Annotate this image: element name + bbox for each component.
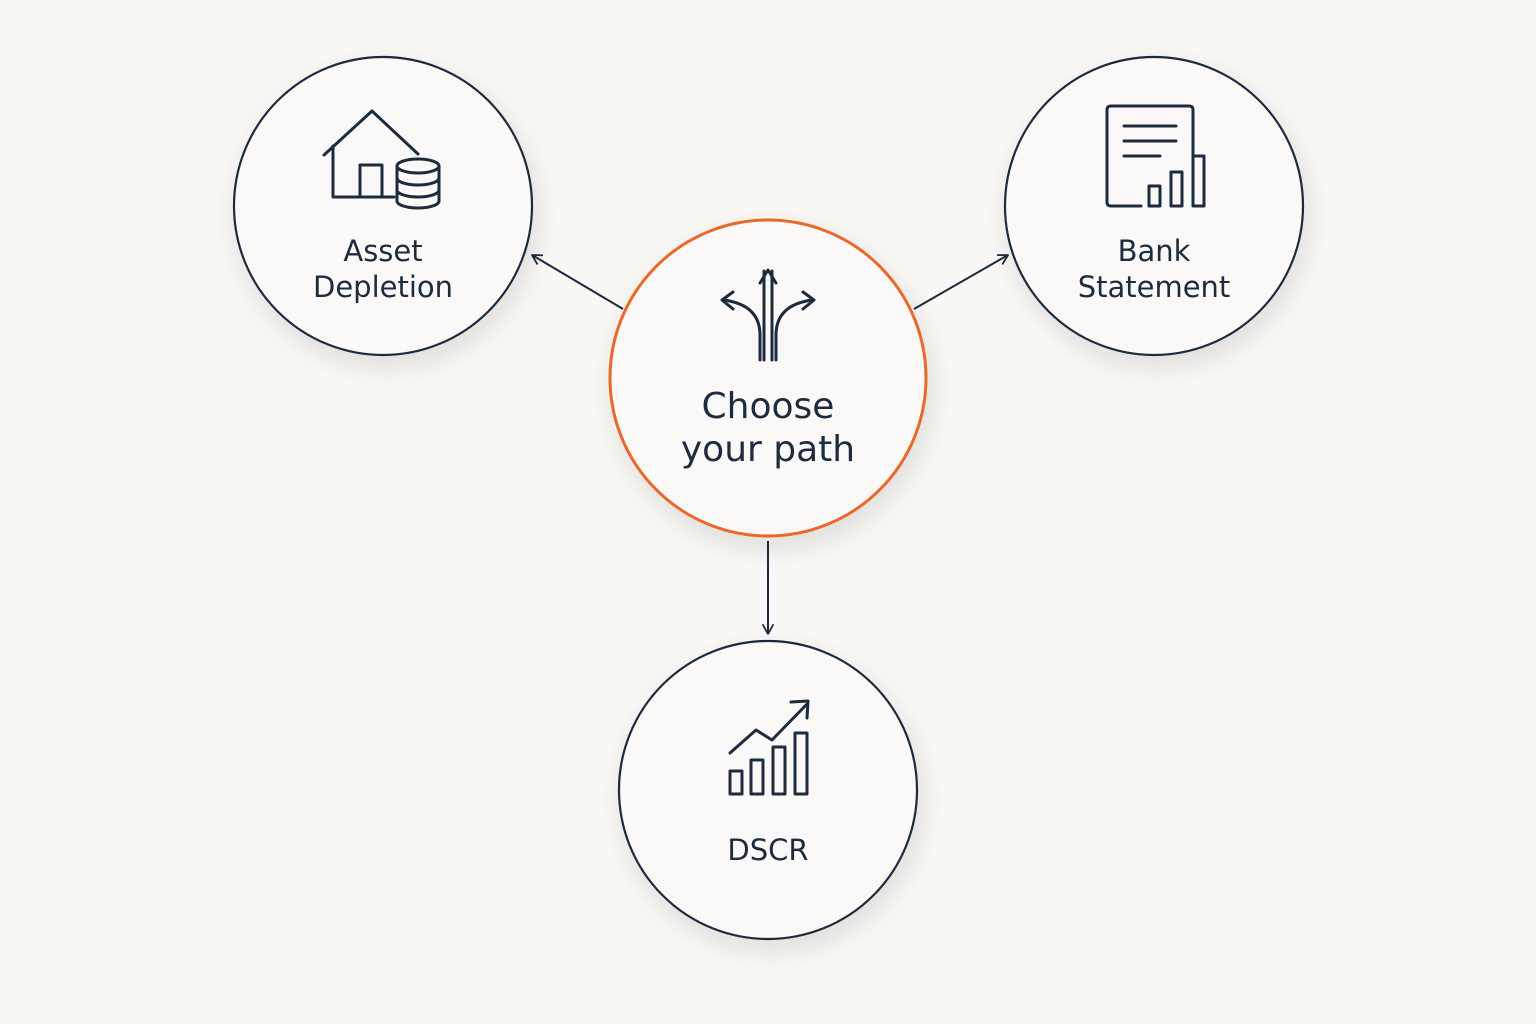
node-circle <box>232 55 534 357</box>
center-label-line2: your path <box>681 429 855 470</box>
node-circle <box>617 639 919 941</box>
statement-with-bar-chart-icon <box>1105 104 1206 208</box>
connector-asset-depletion <box>531 254 624 310</box>
split-path-arrows-icon <box>720 268 816 362</box>
center-label-line1: Choose <box>702 386 835 427</box>
node-asset-depletion[interactable]: Asset Depletion <box>232 55 534 357</box>
house-with-coins-icon <box>322 109 441 210</box>
connector-bank-statement <box>913 254 1009 310</box>
node-dscr[interactable]: DSCR <box>617 639 919 941</box>
node-label-line1: DSCR <box>727 833 808 867</box>
node-label-line1: Asset <box>343 234 422 268</box>
node-label-line2: Depletion <box>313 270 453 304</box>
trend-bar-chart-icon <box>728 699 810 796</box>
connectors <box>531 254 1009 635</box>
node-label-line1: Bank <box>1118 234 1191 268</box>
node-label-line2: Statement <box>1078 270 1231 304</box>
node-bank-statement[interactable]: Bank Statement <box>1003 55 1305 357</box>
center-circle <box>608 218 928 538</box>
node-choose-your-path: Choose your path <box>608 218 928 538</box>
